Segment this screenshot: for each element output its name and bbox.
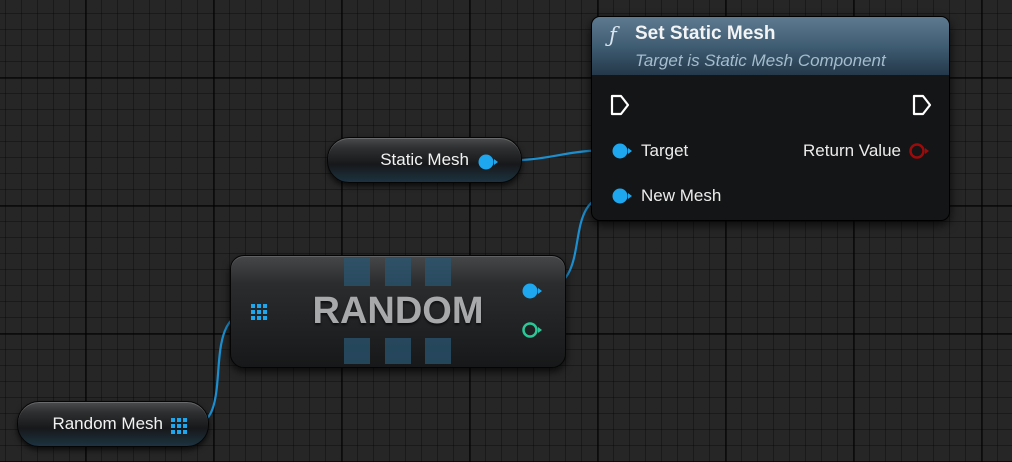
random-item-output-pin[interactable] [521, 281, 543, 301]
return-value-output-pin[interactable] [908, 141, 930, 161]
static-mesh-output-pin[interactable] [477, 152, 499, 172]
random-mesh-label: Random Mesh [52, 414, 163, 433]
new-mesh-pin-label: New Mesh [641, 186, 722, 205]
node-title: Set Static Mesh [635, 23, 776, 44]
random-node-title: RANDOM [312, 290, 484, 332]
target-input-pin[interactable] [611, 141, 633, 161]
random-array-input-pin[interactable] [251, 304, 269, 322]
random-mesh-array-pin[interactable] [171, 418, 189, 436]
exec-output-pin[interactable] [912, 94, 932, 116]
random-index-output-pin[interactable] [521, 320, 543, 340]
set-static-mesh-node[interactable]: ƒ Set Static Mesh Target is Static Mesh … [591, 16, 950, 221]
return-value-pin-label: Return Value [803, 141, 901, 160]
node-subtitle: Target is Static Mesh Component [635, 51, 886, 70]
new-mesh-input-pin[interactable] [611, 186, 633, 206]
node-header[interactable]: ƒ Set Static Mesh Target is Static Mesh … [592, 17, 949, 75]
random-array-item-node[interactable]: RANDOM [230, 255, 566, 368]
exec-input-pin[interactable] [610, 94, 630, 116]
static-mesh-label: Static Mesh [380, 150, 469, 169]
target-pin-label: Target [641, 141, 689, 160]
random-mesh-variable-node[interactable]: Random Mesh [17, 401, 209, 447]
function-icon: ƒ [609, 23, 617, 47]
array-grid-background-icon [344, 256, 452, 367]
